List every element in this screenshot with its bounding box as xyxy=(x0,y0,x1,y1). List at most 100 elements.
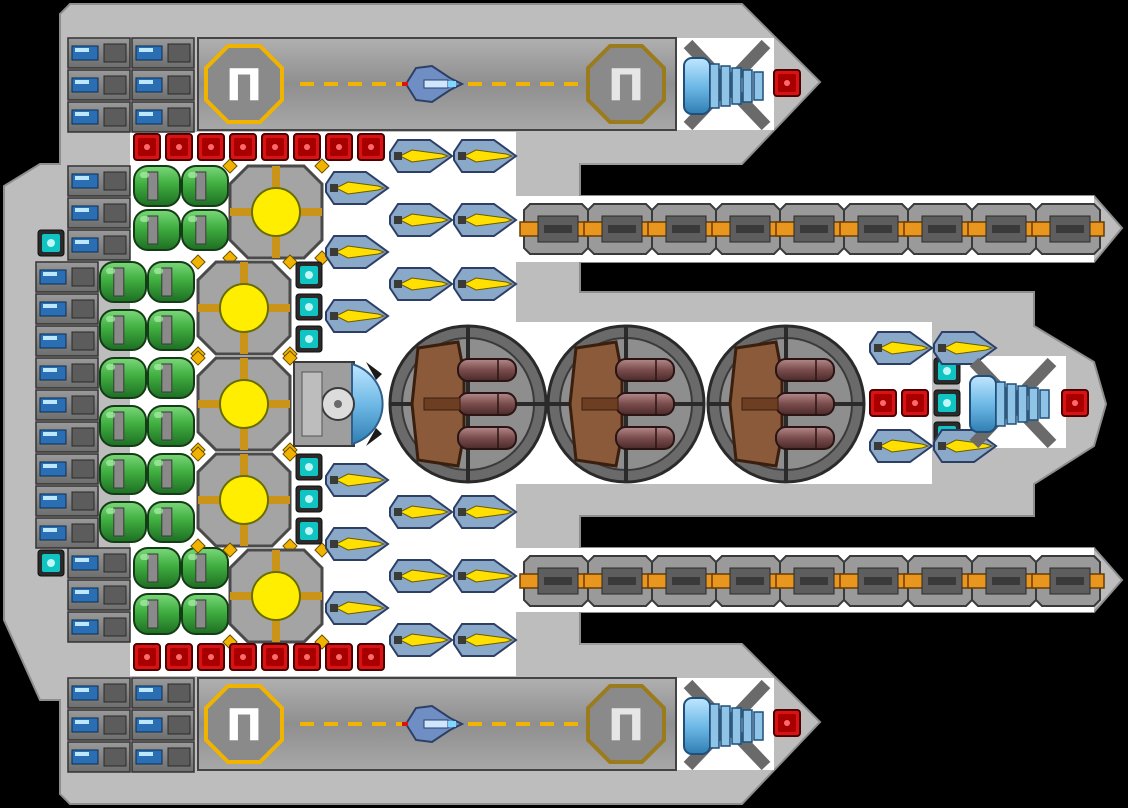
armor-block xyxy=(357,643,385,671)
fuel-tank xyxy=(133,547,181,589)
railgun xyxy=(647,203,721,255)
fuel-tank xyxy=(181,165,229,207)
cannons xyxy=(293,361,384,447)
missile-launcher xyxy=(453,623,518,657)
missile-launcher xyxy=(869,429,934,463)
thruster xyxy=(969,357,1057,449)
armor-blocks xyxy=(133,69,1089,737)
fuel-tanks xyxy=(99,165,229,635)
battery-cell xyxy=(35,293,99,325)
reactor-core xyxy=(219,475,269,525)
shield-node xyxy=(37,229,65,257)
fuel-tank xyxy=(133,209,181,251)
railgun xyxy=(775,203,849,255)
missile-launcher xyxy=(869,331,934,365)
shield-dome xyxy=(293,361,384,447)
battery-cell xyxy=(131,709,195,741)
landing-pad xyxy=(204,44,284,124)
missile-launchers xyxy=(325,139,998,657)
battery-cell xyxy=(131,101,195,133)
armor-block xyxy=(229,643,257,671)
missile-launcher xyxy=(933,331,998,365)
armor-block xyxy=(133,643,161,671)
railgun xyxy=(647,555,721,607)
battery-cell xyxy=(67,677,131,709)
battery-cell xyxy=(67,165,131,197)
railgun xyxy=(519,555,593,607)
missile-launcher xyxy=(389,203,454,237)
battery-cell xyxy=(131,69,195,101)
thrusters xyxy=(683,39,1057,771)
railgun xyxy=(967,203,1041,255)
fuel-tank xyxy=(147,309,195,351)
fuel-tank xyxy=(99,453,147,495)
battery-cell xyxy=(67,229,131,261)
heavy-turret xyxy=(546,324,706,484)
reactor xyxy=(190,446,298,554)
battery-cell xyxy=(131,741,195,773)
bridge-bracket xyxy=(366,362,382,446)
battery-cell xyxy=(67,611,131,643)
battery-cell xyxy=(35,421,99,453)
missile-launcher xyxy=(453,267,518,301)
armor-block xyxy=(325,133,353,161)
fuel-tank xyxy=(99,405,147,447)
armor-block xyxy=(165,133,193,161)
shield-node xyxy=(295,453,323,481)
armor-block xyxy=(901,389,929,417)
railgun xyxy=(583,203,657,255)
missile-launcher xyxy=(453,495,518,529)
battery-cell xyxy=(67,547,131,579)
bridge xyxy=(366,362,382,446)
railgun xyxy=(711,555,785,607)
railgun xyxy=(839,203,913,255)
battery-cell xyxy=(35,389,99,421)
missile-launcher xyxy=(389,623,454,657)
shield-node xyxy=(37,549,65,577)
armor-block xyxy=(293,133,321,161)
reactor xyxy=(222,158,330,266)
missile-launcher xyxy=(325,527,390,561)
railgun xyxy=(839,555,913,607)
railgun xyxy=(519,203,593,255)
pad-marking: Π xyxy=(226,60,263,111)
missile-launcher xyxy=(325,171,390,205)
railgun xyxy=(775,555,849,607)
armor-block xyxy=(773,69,801,97)
missile-launcher xyxy=(453,139,518,173)
missile-launcher xyxy=(389,139,454,173)
shield-node xyxy=(295,517,323,545)
shield-node xyxy=(295,293,323,321)
shield-node xyxy=(295,325,323,353)
thruster xyxy=(683,679,771,771)
missile-launcher xyxy=(325,463,390,497)
fighter-icon xyxy=(402,64,465,104)
railgun xyxy=(1031,555,1105,607)
battery-cell xyxy=(131,37,195,69)
thruster xyxy=(683,39,771,131)
heavy-turret xyxy=(706,324,866,484)
missile-launcher xyxy=(325,299,390,333)
battery-cell xyxy=(67,741,131,773)
battery-cell xyxy=(67,37,131,69)
armor-block xyxy=(261,643,289,671)
fuel-tank xyxy=(147,501,195,543)
battery-cell xyxy=(35,357,99,389)
missile-launcher xyxy=(389,495,454,529)
fuel-tank xyxy=(147,453,195,495)
armor-block xyxy=(1061,389,1089,417)
battery-cell xyxy=(35,453,99,485)
armor-block xyxy=(261,133,289,161)
fuel-tank xyxy=(99,501,147,543)
armor-block xyxy=(165,643,193,671)
armor-block xyxy=(869,389,897,417)
fuel-tank xyxy=(147,405,195,447)
armor-block xyxy=(229,133,257,161)
railgun xyxy=(711,203,785,255)
reactor xyxy=(222,542,330,650)
railgun xyxy=(903,555,977,607)
battery-cell xyxy=(35,261,99,293)
